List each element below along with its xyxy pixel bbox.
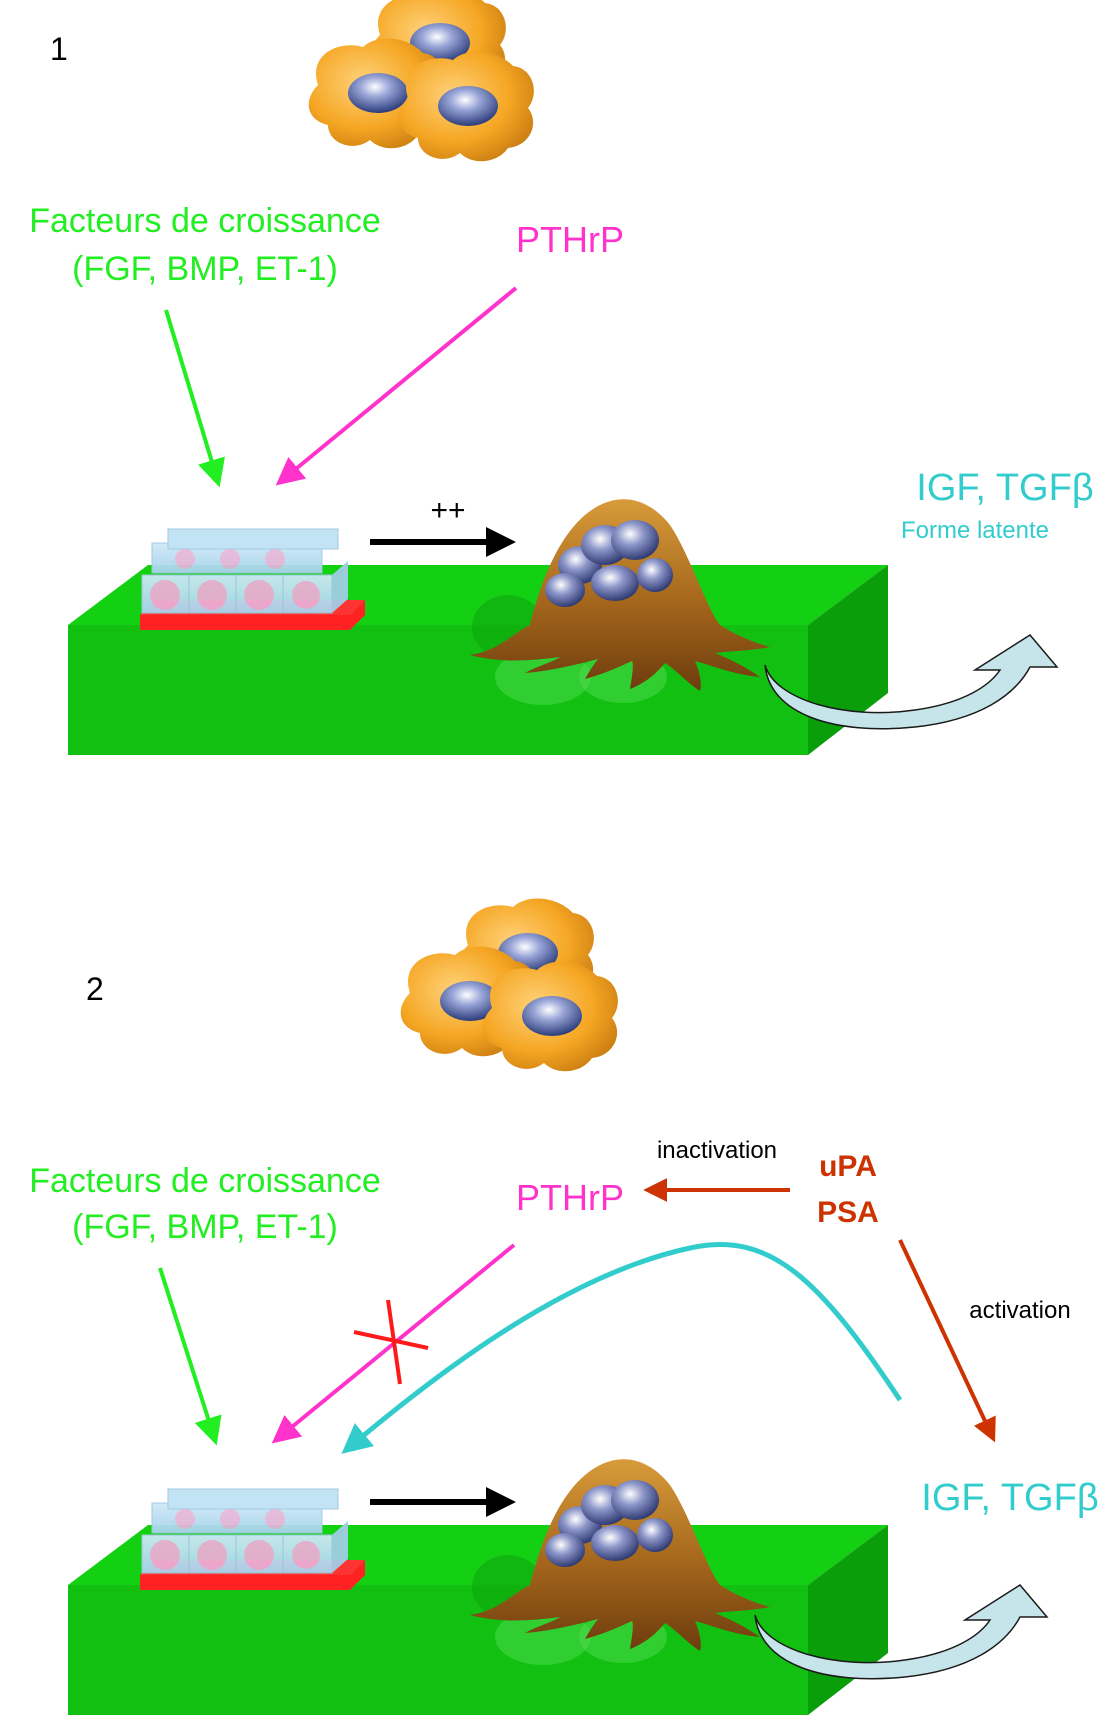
red-cross-icon: [353, 1299, 429, 1385]
pthrp-arrow: [275, 286, 518, 486]
growth-factors-list: (FGF, BMP, ET-1): [72, 1208, 338, 1246]
igf-tgf-label: IGF, TGFβ: [916, 467, 1093, 509]
tumor-cell-cluster-icon: [308, 0, 534, 162]
panel-1: 1 Facteurs de croissance (FGF, BMP, ET-1…: [29, 0, 1094, 755]
pthrp-label: PTHrP: [516, 1177, 624, 1218]
upa-label: uPA: [819, 1150, 877, 1183]
igf-tgf-feedback-arrow: [341, 1242, 903, 1454]
igf-tgf-label: IGF, TGFβ: [921, 1477, 1098, 1519]
pthrp-label: PTHrP: [516, 219, 624, 260]
osteoblast-layer-icon: [139, 528, 366, 631]
panel-number: 1: [50, 31, 68, 67]
growth-factors-list: (FGF, BMP, ET-1): [72, 250, 338, 288]
growth-factors-label: Facteurs de croissance: [29, 1162, 381, 1200]
stimulation-label: ++: [430, 494, 465, 527]
inactivation-label: inactivation: [657, 1137, 777, 1164]
activation-arrow: [898, 1239, 996, 1443]
panel-2: 2 Facteurs de croissance (FGF, BMP, ET-1…: [29, 898, 1099, 1715]
osteoblast-layer-icon: [139, 1488, 366, 1591]
tumor-cell-cluster-icon: [400, 898, 618, 1072]
growth-factors-label: Facteurs de croissance: [29, 202, 381, 240]
panel-number: 2: [86, 971, 104, 1007]
growth-factors-arrow: [158, 1267, 222, 1446]
latent-form-label: Forme latente: [901, 517, 1049, 544]
growth-factors-arrow: [164, 309, 225, 488]
psa-label: PSA: [817, 1196, 879, 1229]
activation-label: activation: [969, 1297, 1070, 1324]
